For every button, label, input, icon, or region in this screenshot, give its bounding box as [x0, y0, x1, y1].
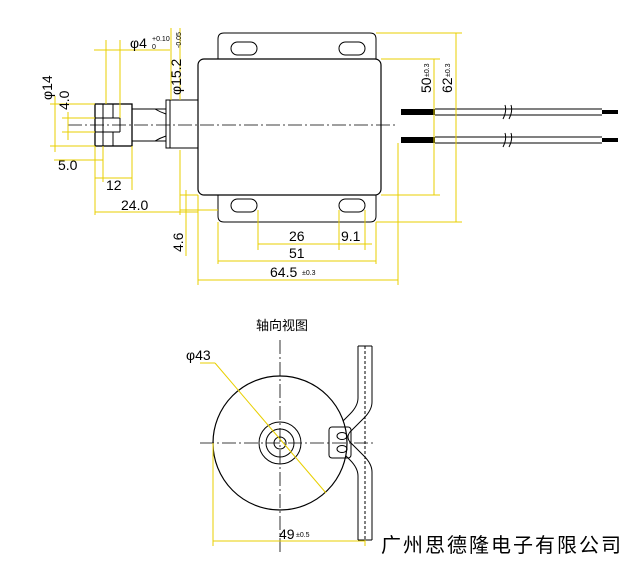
- dim-9-1: 9.1: [341, 228, 361, 244]
- dimension-lines: [50, 28, 462, 285]
- dim-phi15-2-tol: -0.05: [176, 32, 183, 48]
- dim-49-tol: ±0.5: [296, 532, 310, 539]
- dim-26: 26: [289, 228, 305, 244]
- mounting-slot: [230, 198, 258, 213]
- dim-62: 62: [439, 77, 455, 93]
- dim-phi43: φ43: [186, 347, 211, 363]
- dim-4-0: 4.0: [56, 90, 72, 110]
- dim-51: 51: [289, 245, 305, 261]
- company-name: 广州思德隆电子有限公司: [381, 533, 623, 557]
- dim-phi15-2: φ15.2: [168, 58, 184, 95]
- dim-50-tol: ±0.3: [424, 63, 431, 77]
- dim-5-0: 5.0: [58, 157, 78, 173]
- dim-24-0: 24.0: [121, 197, 148, 213]
- mounting-bracket: [217, 32, 377, 223]
- axial-view: 轴向视图 φ43 49 ±0.5: [186, 318, 376, 555]
- axial-view-title: 轴向视图: [256, 318, 308, 334]
- dim-49: 49: [279, 526, 295, 542]
- dim-phi4-tol-upper: +0.10: [152, 36, 170, 43]
- dim-62-tol: ±0.3: [445, 63, 452, 77]
- side-view: φ4 +0.10 0 φ15.2 -0.05 φ14 4.0 5.0 12 24…: [39, 28, 618, 285]
- dim-12: 12: [106, 177, 122, 193]
- solenoid-body: [197, 58, 382, 196]
- dim-phi4-tol-lower: 0: [152, 44, 156, 51]
- dim-64-5: 64.5: [270, 264, 297, 280]
- dim-phi14: φ14: [39, 75, 55, 100]
- lead-wires: [401, 104, 618, 148]
- dim-phi4: φ4: [130, 35, 147, 51]
- dim-64-5-tol: ±0.3: [302, 270, 316, 277]
- dim-4-6: 4.6: [170, 232, 186, 252]
- mounting-slot: [338, 41, 366, 56]
- mounting-slot: [230, 41, 258, 56]
- mounting-slot: [338, 198, 366, 213]
- dim-50: 50: [418, 77, 434, 93]
- front-boss: [165, 99, 199, 149]
- wire-exit: [328, 426, 352, 459]
